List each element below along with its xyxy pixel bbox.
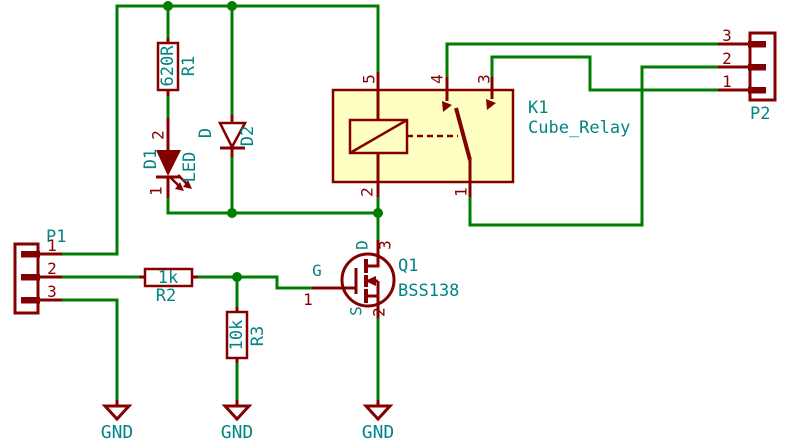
p2-pin2-number: 2 (722, 49, 732, 68)
q1-source-name: S (347, 306, 366, 316)
wire-p1-pin3-to-gnd[interactable] (62, 298, 119, 400)
gnd-symbol-3[interactable]: GND (362, 400, 395, 443)
junction-dot (163, 1, 173, 11)
mosfet-q1[interactable]: D 3 G 1 S 2 Q1 BSS138 (303, 240, 459, 318)
r1-body (156, 41, 180, 92)
q1-source-number: 2 (370, 307, 389, 317)
p2-pin3-pad (748, 41, 766, 48)
q1-gate-number: 1 (303, 290, 313, 309)
k1-pin2-number: 2 (358, 187, 377, 197)
p2-pin3-number: 3 (722, 26, 732, 45)
d1-pin2-number: 2 (149, 130, 168, 140)
r1-reference-label: R1 (179, 56, 199, 76)
q1-drain-pin (366, 240, 380, 268)
resistor-r2[interactable]: 1k R2 (139, 267, 198, 306)
p1-pin2-pad (21, 274, 40, 281)
wire-vcc-net[interactable] (62, 4, 380, 256)
q1-drain-number: 3 (376, 240, 395, 250)
p1-pin-lines (40, 252, 62, 302)
junction-dot (373, 208, 383, 218)
k1-reference-label: K1 (528, 98, 548, 118)
q1-drain-name: D (353, 240, 372, 250)
gnd-symbol-2[interactable]: GND (221, 400, 254, 443)
d1-pin1-number: 1 (147, 186, 166, 196)
k1-pin1-number: 1 (452, 187, 471, 197)
connector-p1[interactable]: 1 2 3 P1 (13, 227, 66, 315)
d1-arrowhead (183, 180, 192, 189)
q1-body-circle (340, 252, 396, 308)
wire-relay1-to-p2pin2[interactable] (468, 65, 718, 227)
junction-dot (227, 208, 237, 218)
p2-pin2-pad (748, 64, 766, 71)
resistor-r1[interactable]: 620R R1 (156, 38, 199, 96)
p2-pin-lines (718, 42, 748, 92)
resistor-r3[interactable]: 10k R3 (225, 307, 268, 363)
q1-arrow (365, 276, 376, 286)
junction-dot (232, 272, 242, 282)
gnd-symbol-1[interactable]: GND (101, 400, 134, 443)
gnd1-label: GND (101, 422, 134, 443)
led-d1[interactable]: 2 1 D1 LED (141, 118, 200, 198)
r2-body (143, 267, 194, 288)
p1-pin1-pad (21, 251, 40, 258)
k1-pin3-contact (486, 99, 496, 110)
gnd3-label: GND (362, 422, 395, 443)
k1-value-label: Cube_Relay (528, 118, 630, 138)
junction-dot (227, 1, 237, 11)
d2-reference-label: D2 (238, 126, 258, 146)
p1-reference-label: P1 (46, 227, 66, 247)
k1-pin4-number: 4 (428, 74, 447, 84)
connector-p2[interactable]: 3 2 1 P2 (718, 26, 777, 124)
p2-pin1-pad (748, 87, 766, 94)
wire-led-node[interactable] (166, 198, 378, 215)
q1-value-label: BSS138 (398, 281, 459, 301)
gnd3-triangle (362, 404, 394, 422)
p1-pin3-pad (21, 297, 40, 304)
q1-reference-label: Q1 (398, 256, 418, 276)
k1-pin3-number: 3 (475, 74, 494, 84)
d2-triangle (217, 121, 248, 150)
wire-relay4-to-p2pin3[interactable] (445, 42, 718, 77)
gnd2-triangle (221, 404, 253, 422)
d1-arrowhead (175, 182, 184, 191)
relay-k1[interactable]: 5 4 3 2 1 K1 Cube_Relay (331, 72, 630, 197)
r2-value-label: 1k (158, 268, 178, 288)
k1-pin5-number: 5 (360, 74, 379, 84)
r3-value-label: 10k (227, 320, 247, 351)
p1-pin1-number: 1 (47, 236, 57, 255)
r2-reference-label: R2 (156, 286, 176, 306)
d2-value-label: D (196, 128, 216, 138)
r3-body (225, 310, 249, 360)
p2-reference-label: P2 (750, 104, 770, 124)
r1-value-label: 620R (158, 45, 178, 87)
wire-relay3-to-p2pin1[interactable] (490, 55, 718, 92)
k1-switch-arm (454, 107, 472, 161)
d1-triangle (156, 150, 181, 176)
r3-reference-label: R3 (248, 326, 268, 346)
d1-value-label: LED (180, 152, 200, 183)
k1-coil-diagonal (349, 118, 408, 155)
d1-reference-label: D1 (141, 149, 161, 169)
p1-pin2-number: 2 (47, 259, 57, 278)
q1-gate-name: G (312, 261, 322, 280)
gnd2-label: GND (221, 422, 254, 443)
k1-pin4-contact (442, 101, 452, 112)
p1-pin3-number: 3 (47, 282, 57, 301)
gnd1-triangle (101, 404, 133, 422)
diode-d2[interactable]: D D2 (196, 115, 258, 157)
p2-pin1-number: 1 (722, 72, 732, 91)
